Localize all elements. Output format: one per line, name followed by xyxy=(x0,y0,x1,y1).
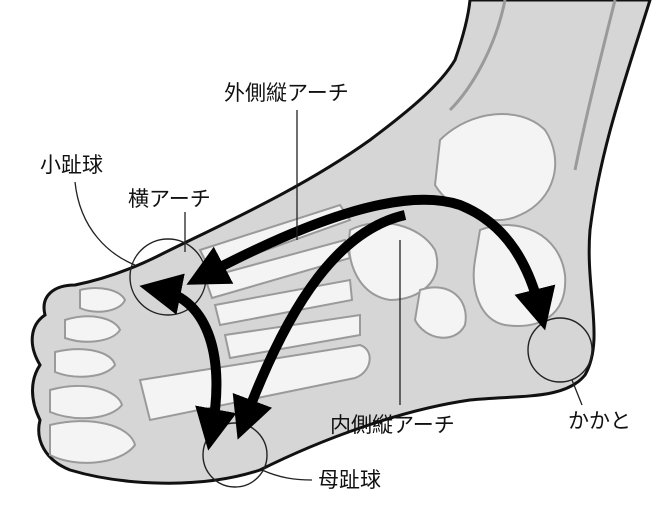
little-toe-ball-label: 小趾球 xyxy=(40,153,103,177)
heel-circle xyxy=(527,317,593,383)
transverse-arch-arrow xyxy=(139,273,237,451)
leg-contour xyxy=(448,0,617,171)
lateral-arch-label: 外側縦アーチ xyxy=(224,81,349,105)
medial-arch-arrow xyxy=(232,210,407,440)
lateral-arch-arrow xyxy=(186,194,556,331)
big-toe-ball-label: 母趾球 xyxy=(318,468,381,492)
heel-label: かかと xyxy=(568,409,631,433)
little-toe-ball-leader xyxy=(74,181,136,266)
medial-arch-label: 内側縦アーチ xyxy=(330,413,455,437)
heel-leader xyxy=(571,379,583,406)
transverse-arch-label: 横アーチ xyxy=(128,187,211,211)
big-toe-ball-leader xyxy=(261,469,313,481)
